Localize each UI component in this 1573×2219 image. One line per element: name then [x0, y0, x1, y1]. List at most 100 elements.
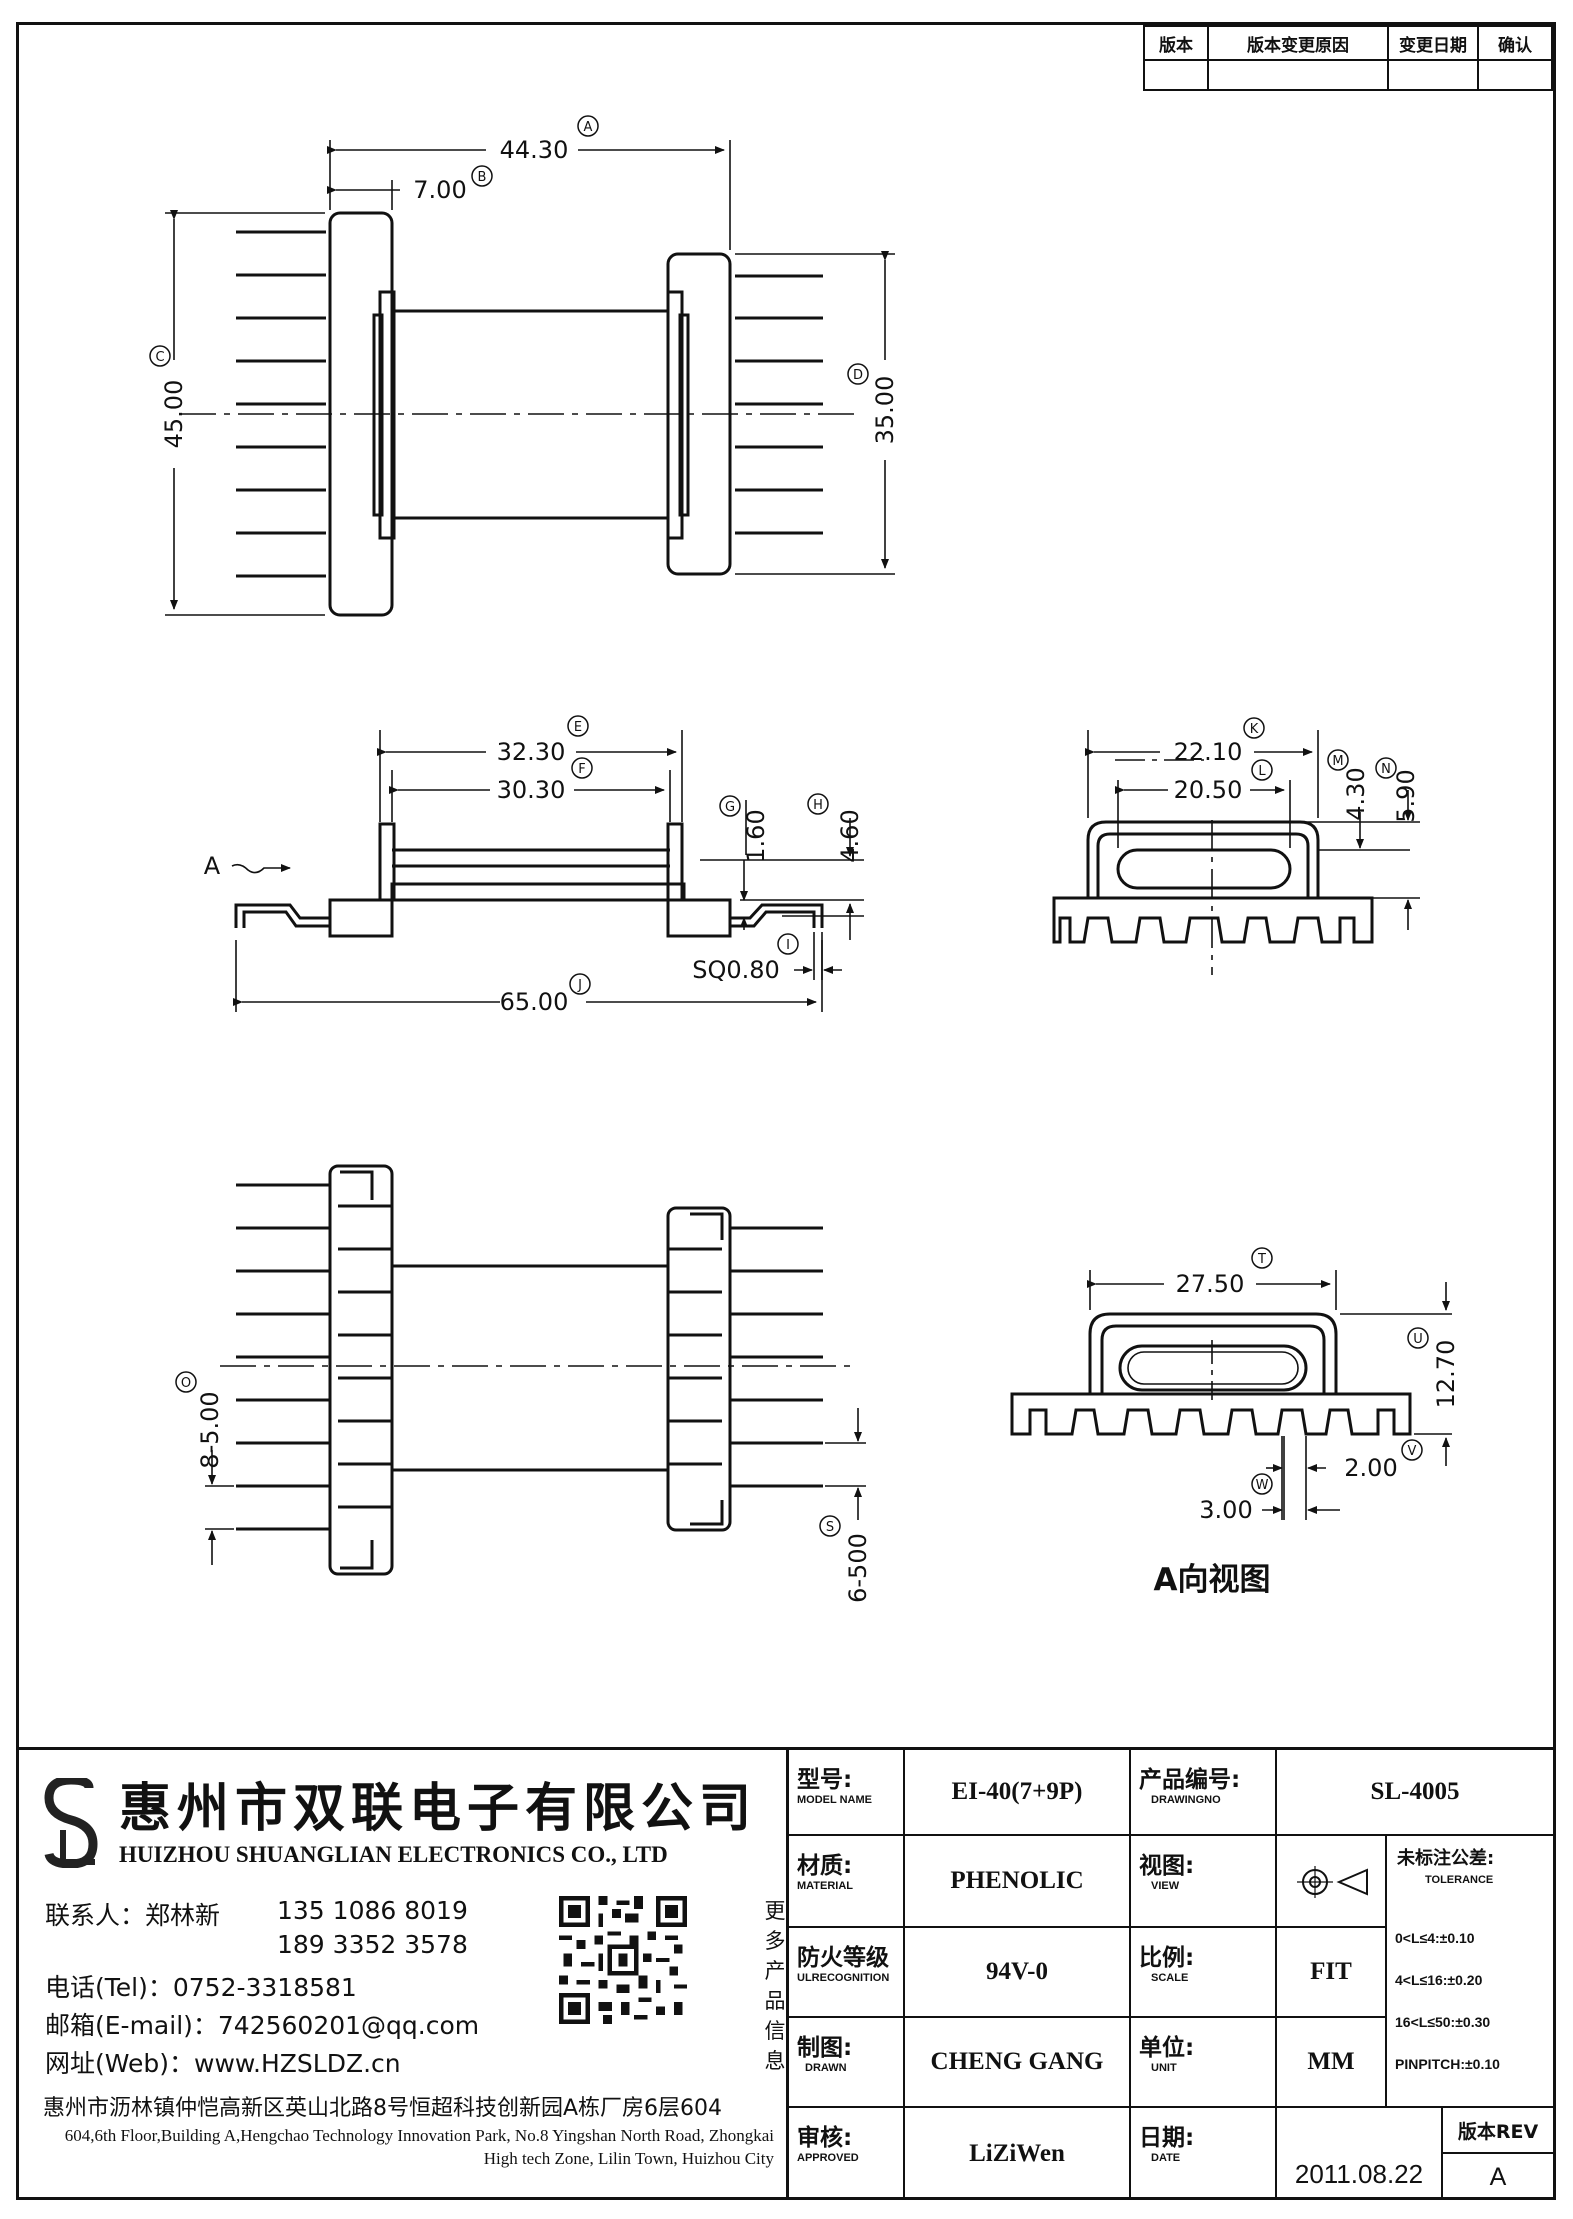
side-view-labels: A 32.30 E 30.30 F 1.60 G 4.60 H SQ0.80 I…	[204, 715, 864, 1016]
unit-value: MM	[1307, 2048, 1355, 2075]
end-view-labels: 22.10 K 20.50 L 4.30 M 5.90 N	[1174, 717, 1420, 823]
third-angle-projection-icon	[1297, 1866, 1368, 1898]
top-view-labels: 44.30 A 7.00 B 45.00 C 35.00 D	[149, 115, 899, 448]
dim-f-text: 30.30	[497, 776, 566, 804]
bottom-view-labels: 8-5.00 O 6-500 S	[175, 1371, 872, 1603]
dim-k-text: 22.10	[1174, 738, 1243, 766]
approved-value: LiZiWen	[969, 2140, 1065, 2167]
rev-col-reason: 版本变更原因	[1207, 25, 1389, 61]
more-info-char: 品	[764, 1989, 786, 2013]
date-label: 日期:	[1139, 2125, 1195, 2151]
a-view-dimensions	[1087, 1270, 1452, 1520]
tolerance-line: 4<L≤16:±0.20	[1395, 1972, 1483, 1988]
more-info-char: 信	[764, 2019, 786, 2043]
side-view	[234, 822, 824, 938]
dim-l-text: 20.50	[1174, 776, 1243, 804]
balloon-t: T	[1257, 1252, 1266, 1267]
company-info: 惠州市双联电子有限公司 HUIZHOU SHUANGLIAN ELECTRONI…	[19, 1750, 789, 2200]
contact-phone-2: 189 3352 3578	[277, 1930, 468, 1959]
balloon-g: G	[725, 800, 735, 815]
balloon-m: M	[1332, 754, 1343, 769]
contact-website[interactable]: 网址(Web)：www.HZSLDZ.cn	[45, 2049, 401, 2078]
more-product-info: 更 多 产 品 信 息	[763, 1896, 787, 2076]
date-value-cell: 2011.08.22	[1277, 2108, 1443, 2200]
dim-a-text: 44.30	[500, 136, 569, 164]
projection-symbol-cell	[1277, 1836, 1387, 1928]
dim-w-text: 3.00	[1199, 1496, 1252, 1524]
address-cn: 惠州市沥林镇仲恺高新区英山北路8号恒超科技创新园A栋厂房6层604	[43, 2096, 723, 2121]
material-value-cell: PHENOLIC	[905, 1836, 1131, 1928]
dim-u-text: 12.70	[1432, 1340, 1460, 1409]
tolerance-label: 未标注公差:	[1397, 1848, 1495, 1869]
fire-rating-label-cell: 防火等级 ULRECOGNITION	[789, 1928, 905, 2018]
balloon-k: K	[1250, 722, 1259, 737]
more-info-char: 多	[764, 1929, 786, 1953]
drawing-no-value: SL-4005	[1370, 1778, 1460, 1805]
date-label-en: DATE	[1151, 2152, 1181, 2164]
material-value: PHENOLIC	[950, 1867, 1084, 1894]
approved-label-en: APPROVED	[797, 2152, 859, 2164]
balloon-i: I	[786, 938, 790, 953]
model-label: 型号:	[797, 1767, 853, 1793]
top-view-dimensions	[165, 140, 895, 616]
model-value: EI-40(7+9P)	[951, 1778, 1083, 1805]
balloon-l: L	[1258, 764, 1266, 779]
revision-value: A	[1489, 2162, 1507, 2191]
dim-t-text: 27.50	[1176, 1270, 1245, 1298]
dim-e-text: 32.30	[497, 738, 566, 766]
balloon-j: J	[577, 978, 582, 993]
tolerance-label-en: TOLERANCE	[1425, 1874, 1494, 1886]
end-view	[1052, 820, 1374, 944]
date-value: 2011.08.22	[1294, 2159, 1424, 2189]
drawing-no-value-cell: SL-4005	[1277, 1750, 1553, 1836]
unit-label-en: UNIT	[1151, 2062, 1177, 2074]
view-label-en: VIEW	[1151, 1880, 1180, 1892]
fire-rating-value-cell: 94V-0	[905, 1928, 1131, 2018]
fire-rating-label: 防火等级	[797, 1945, 889, 1971]
drawn-value-cell: CHENG GANG	[905, 2018, 1131, 2108]
unit-label-cell: 单位: UNIT	[1131, 2018, 1277, 2108]
a-view-title: A向视图	[1154, 1562, 1271, 1598]
view-label-cell: 视图: VIEW	[1131, 1836, 1277, 1928]
dim-s-text: 6-500	[844, 1533, 872, 1603]
dim-h-text: 4.60	[836, 809, 864, 862]
dim-g-text: 1.60	[742, 809, 770, 862]
drawn-label-en: DRAWN	[805, 2062, 847, 2074]
company-name-en: HUIZHOU SHUANGLIAN ELECTRONICS CO., LTD	[119, 1842, 668, 1867]
end-view-dimensions	[1085, 730, 1420, 975]
bottom-view	[220, 1164, 850, 1576]
contact-email[interactable]: 邮箱(E-mail)：742560201@qq.com	[45, 2011, 480, 2040]
rev-cell	[1477, 59, 1553, 91]
date-label-cell: 日期: DATE	[1131, 2108, 1277, 2200]
balloon-d: D	[853, 368, 863, 383]
approved-label: 审核:	[797, 2125, 853, 2151]
balloon-h: H	[813, 798, 823, 813]
revision-value-cell: A	[1443, 2154, 1553, 2200]
scale-label-en: SCALE	[1151, 1972, 1189, 1984]
approved-value-cell: LiZiWen	[905, 2108, 1131, 2200]
balloon-b: B	[478, 170, 487, 185]
contact-person: 联系人：郑林新	[45, 1901, 221, 1930]
bottom-view-dimensions	[205, 1408, 866, 1565]
scale-value: FIT	[1310, 1958, 1352, 1985]
model-value-cell: EI-40(7+9P)	[905, 1750, 1131, 1836]
scale-value-cell: FIT	[1277, 1928, 1387, 2018]
unit-label: 单位:	[1139, 2035, 1195, 2061]
rev-col-confirm: 确认	[1477, 25, 1553, 61]
balloon-o: O	[181, 1376, 191, 1391]
contact-phone-1: 135 1086 8019	[277, 1896, 468, 1925]
dim-i-text: SQ0.80	[692, 956, 780, 984]
view-label: 视图:	[1139, 1853, 1195, 1879]
revision-label: 版本REV	[1457, 2120, 1539, 2143]
balloon-c: C	[155, 350, 164, 365]
tolerance-panel: 未标注公差: TOLERANCE 0<L≤4:±0.10 4<L≤16:±0.2…	[1387, 1836, 1553, 2108]
qr-code-icon[interactable]	[559, 1896, 687, 2024]
balloon-a: A	[584, 120, 593, 135]
rev-cell	[1207, 59, 1389, 91]
balloon-u: U	[1413, 1332, 1423, 1347]
rev-cell	[1387, 59, 1479, 91]
dim-o-text: 8-5.00	[196, 1391, 224, 1468]
top-view	[180, 211, 860, 617]
rev-cell	[1143, 59, 1209, 91]
company-name-cn: 惠州市双联电子有限公司	[119, 1778, 758, 1839]
